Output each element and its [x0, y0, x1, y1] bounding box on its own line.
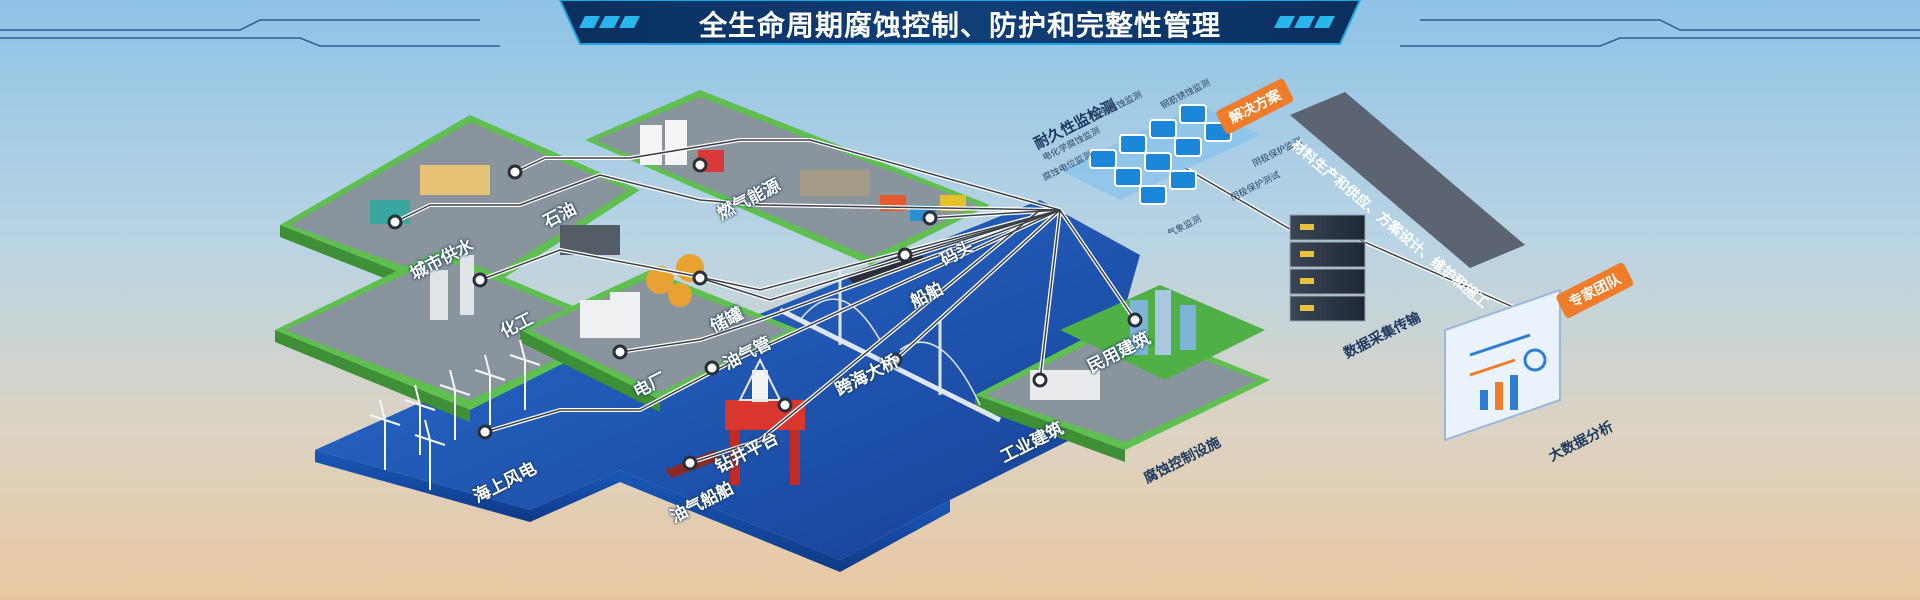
- node-sea-bridge: [887, 352, 903, 368]
- node-oil: [507, 164, 523, 180]
- node-ship: [897, 247, 913, 263]
- sea-area: [315, 200, 1140, 572]
- node-power-plant: [612, 344, 628, 360]
- offshore-wind-icons: [369, 339, 541, 490]
- node-offshore-wind: [477, 424, 493, 440]
- server-icon: [1289, 214, 1366, 322]
- node-oil-pipeline: [704, 360, 720, 376]
- connector-lines-core: [394, 139, 1521, 464]
- title-banner: [558, 0, 1362, 45]
- node-dots: [387, 157, 1143, 471]
- node-drilling-platform: [777, 397, 793, 413]
- node-civil-building: [1127, 312, 1143, 328]
- page-title: 全生命周期腐蚀控制、防护和完整性管理: [698, 9, 1221, 42]
- big-data-screen-icon: [1444, 288, 1561, 442]
- node-chemical: [472, 272, 488, 288]
- solution-bar: [1290, 92, 1525, 268]
- node-storage: [692, 270, 708, 286]
- node-urban-water: [387, 214, 403, 230]
- node-port: [922, 210, 938, 226]
- banner-decor-lines: [0, 19, 1920, 47]
- monitoring-devices: [1060, 104, 1260, 205]
- node-gas-energy: [692, 157, 708, 173]
- node-industrial-building: [1032, 372, 1048, 388]
- node-oil-tanker: [682, 455, 698, 471]
